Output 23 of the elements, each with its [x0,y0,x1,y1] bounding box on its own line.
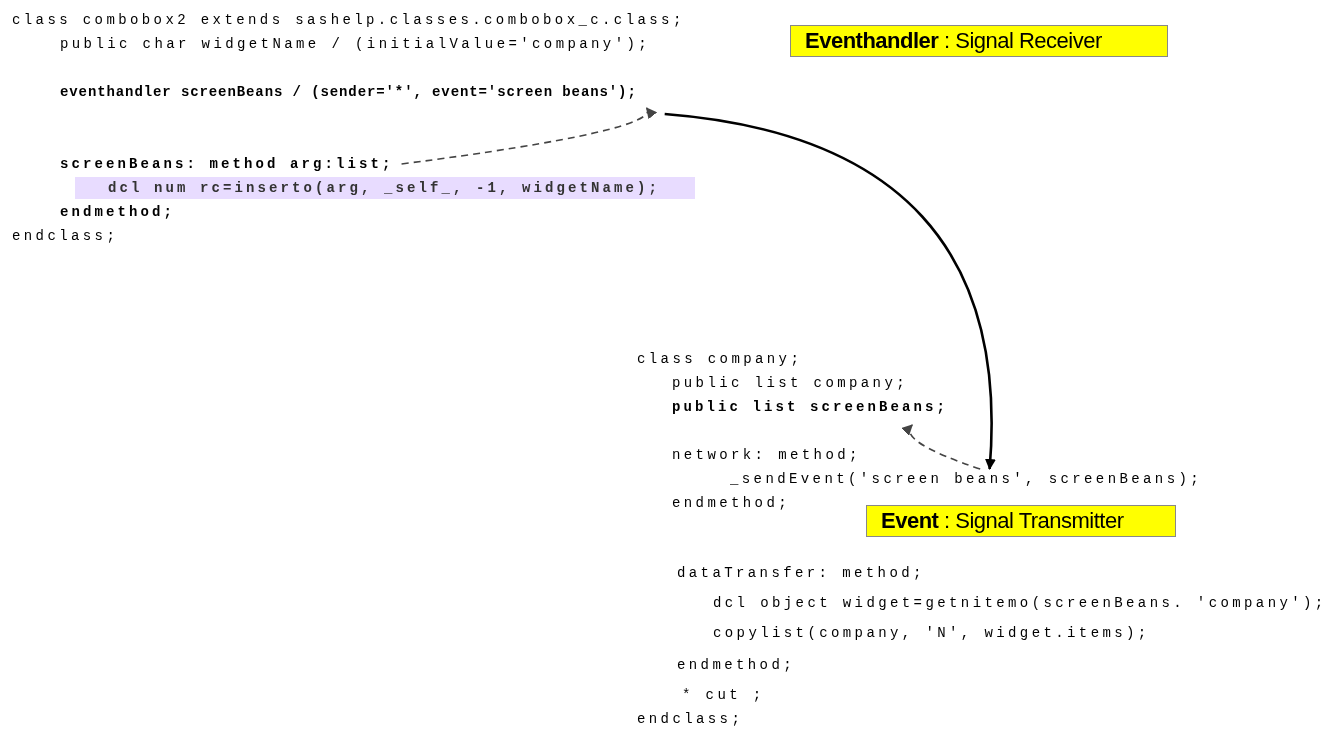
arrow [664,112,996,471]
code-line: endmethod; [672,495,790,511]
arrow [901,424,981,470]
code-line: * cut ; [682,687,765,703]
code-line: dataTransfer: method; [677,565,925,581]
callout-box: Event : Signal Transmitter [866,505,1176,537]
code-line: endmethod; [677,657,795,673]
code-line: public list screenBeans; [672,399,949,415]
code-line: endmethod; [60,204,175,220]
code-line: endclass; [12,228,119,244]
code-line: copylist(company, 'N', widget.items); [713,625,1150,641]
code-line: _sendEvent('screen beans', screenBeans); [730,471,1203,487]
code-line: endclass; [637,711,744,727]
code-line: network: method; [672,447,861,463]
arrow [400,106,655,165]
code-line: dcl object widget=getnitemo(screenBeans. 'company'); [713,595,1327,611]
code-line: screenBeans: method arg:list; [60,156,394,172]
code-line: class combobox2 extends sashelp.classes.combobox_c.class; [12,12,685,28]
code-line: public char widgetName / (initialValue='company'); [60,36,651,52]
callout-box: Eventhandler : Signal Receiver [790,25,1168,57]
code-line: public list company; [672,375,909,391]
code-line: eventhandler screenBeans / (sender='*', event='screen beans'); [60,84,637,100]
code-line: class company; [637,351,803,367]
